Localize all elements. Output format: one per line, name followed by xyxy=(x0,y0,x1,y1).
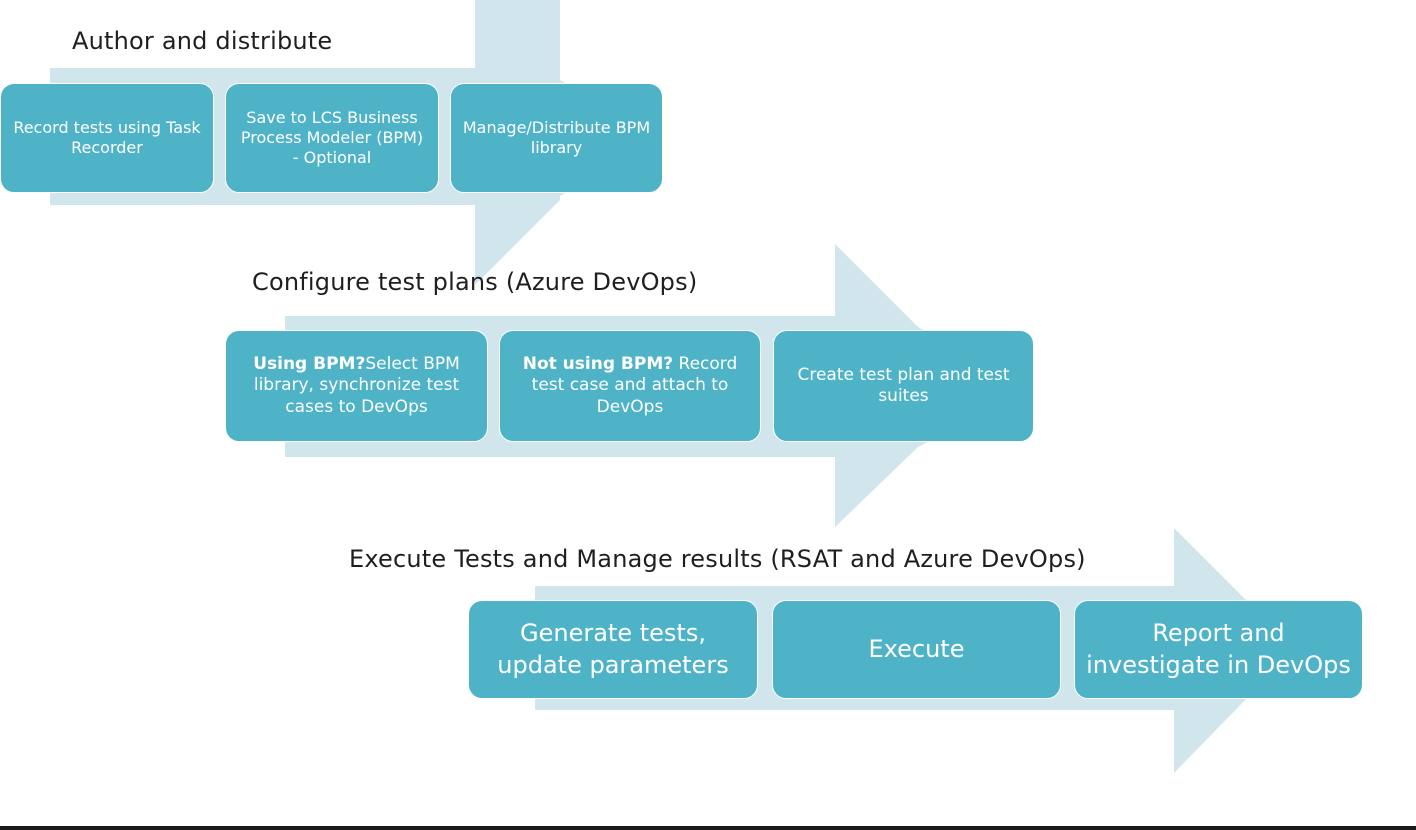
step-generate-tests-label: Generate tests, update parameters xyxy=(497,619,729,679)
step-save-to-bpm-label: Save to LCS Business Process Modeler (BP… xyxy=(240,108,424,167)
stage-1-title: Author and distribute xyxy=(72,27,333,55)
step-not-using-bpm-bold: Not using BPM? xyxy=(522,354,674,375)
step-manage-bpm-library-label: Manage/Distribute BPM library xyxy=(462,118,651,157)
step-record-tests-label: Record tests using Task Recorder xyxy=(13,118,201,157)
step-generate-tests: Generate tests, update parameters xyxy=(468,600,758,699)
step-execute-label: Execute xyxy=(868,634,965,663)
step-report-investigate-label: Report and investigate in DevOps xyxy=(1086,619,1351,679)
step-create-test-plan-label: Create test plan and test suites xyxy=(797,364,1010,406)
step-using-bpm-text: Select BPM library, synchronize test cas… xyxy=(253,354,460,417)
stage-3-title: Execute Tests and Manage results (RSAT a… xyxy=(349,545,1086,573)
step-not-using-bpm: Not using BPM? Record test case and atta… xyxy=(499,330,761,442)
stage-2-title: Configure test plans (Azure DevOps) xyxy=(252,268,698,296)
step-using-bpm-label: Using BPM?Select BPM library, synchroniz… xyxy=(236,354,477,418)
step-create-test-plan: Create test plan and test suites xyxy=(773,330,1034,442)
step-using-bpm-bold: Using BPM? xyxy=(253,354,366,375)
step-using-bpm: Using BPM?Select BPM library, synchroniz… xyxy=(225,330,488,442)
step-record-tests: Record tests using Task Recorder xyxy=(0,83,214,193)
step-report-investigate: Report and investigate in DevOps xyxy=(1074,600,1363,699)
step-not-using-bpm-label: Not using BPM? Record test case and atta… xyxy=(510,354,750,418)
step-not-using-bpm-text: Record test case and attach to DevOps xyxy=(531,354,738,417)
step-manage-bpm-library: Manage/Distribute BPM library xyxy=(450,83,663,193)
step-execute: Execute xyxy=(772,600,1061,699)
bottom-border xyxy=(0,826,1416,830)
step-save-to-bpm: Save to LCS Business Process Modeler (BP… xyxy=(225,83,439,193)
